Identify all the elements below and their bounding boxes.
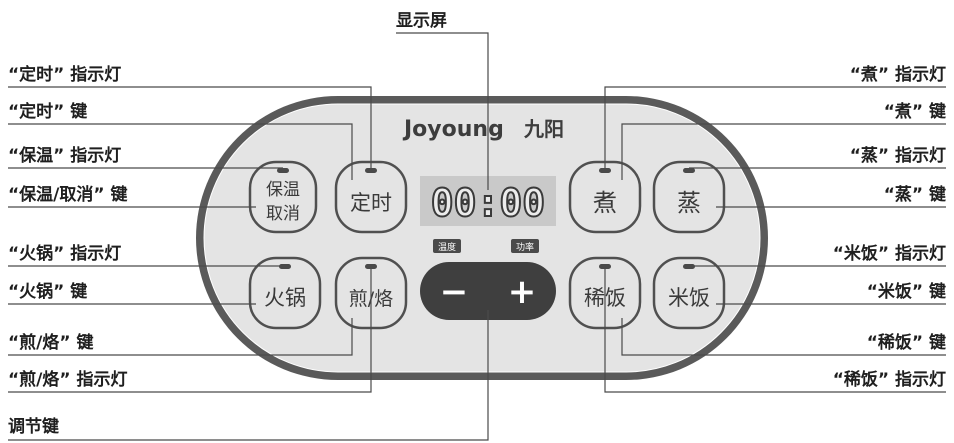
- label-hotpot-indicator: “火锅” 指示灯: [8, 243, 121, 264]
- leader-porridge-indicator: [604, 266, 946, 393]
- label-rice-indicator: “米饭” 指示灯: [833, 243, 946, 264]
- boil-label: 煮: [593, 189, 617, 217]
- adjust-key[interactable]: [420, 262, 556, 320]
- rice-button[interactable]: [652, 256, 726, 330]
- label-keepwarm-cancel-key: “保温/取消” 键: [8, 184, 127, 205]
- panel-face: [203, 103, 761, 373]
- leader-timer-key: [8, 123, 353, 180]
- keepwarm-cancel-button[interactable]: [248, 160, 318, 234]
- label-fry-key: “煎/烙” 键: [8, 332, 93, 353]
- rice-label: 米饭: [668, 286, 710, 310]
- label-keepwarm-indicator: “保温” 指示灯: [8, 145, 121, 166]
- cancel-label: 取消: [266, 204, 300, 224]
- label-adjust-key: 调节键: [8, 416, 59, 437]
- leader-adjust-key: [8, 310, 489, 441]
- label-display: 显示屏: [396, 11, 447, 31]
- power-tag: [511, 239, 539, 253]
- leader-fry-indicator: [8, 266, 372, 393]
- label-timer-key: “定时” 键: [8, 101, 87, 122]
- brand-logo: Joyoung: [402, 117, 504, 142]
- label-steam-key: “蒸” 键: [884, 184, 946, 205]
- label-steam-indicator: “蒸” 指示灯: [850, 145, 946, 166]
- hotpot-label: 火锅: [264, 286, 306, 310]
- plus-icon[interactable]: +: [508, 272, 537, 312]
- leader-boil-indicator: [604, 86, 946, 168]
- label-porridge-key: “稀饭” 键: [867, 332, 946, 353]
- leader-timer-indicator: [8, 86, 372, 168]
- temp-tag-text: 温度: [438, 241, 456, 253]
- power-tag-text: 功率: [516, 241, 534, 253]
- label-hotpot-key: “火锅” 键: [8, 281, 87, 302]
- leader-fry-key: [8, 318, 353, 356]
- hotpot-button[interactable]: [248, 256, 322, 330]
- boil-indicator-led: [599, 168, 611, 173]
- temp-tag: [433, 239, 461, 253]
- keepwarm-indicator-led: [277, 168, 289, 173]
- label-fry-indicator: “煎/烙” 指示灯: [8, 369, 127, 390]
- steam-indicator-led: [683, 168, 695, 173]
- label-boil-indicator: “煮” 指示灯: [850, 64, 946, 85]
- minus-icon[interactable]: −: [440, 272, 469, 312]
- steam-label: 蒸: [677, 189, 701, 217]
- timer-label: 定时: [350, 191, 392, 215]
- label-timer-indicator: “定时” 指示灯: [8, 64, 121, 85]
- leader-display: [396, 32, 489, 190]
- leader-boil-key: [621, 123, 946, 180]
- keepwarm-label: 保温: [266, 180, 300, 200]
- label-porridge-indicator: “稀饭” 指示灯: [833, 369, 946, 390]
- brand-logo-cn: 九阳: [523, 117, 564, 141]
- leader-porridge-key: [621, 318, 946, 356]
- timer-indicator-led: [365, 168, 377, 173]
- label-rice-key: “米饭” 键: [867, 281, 946, 302]
- steam-button[interactable]: [652, 160, 726, 234]
- label-boil-key: “煮” 键: [884, 101, 946, 122]
